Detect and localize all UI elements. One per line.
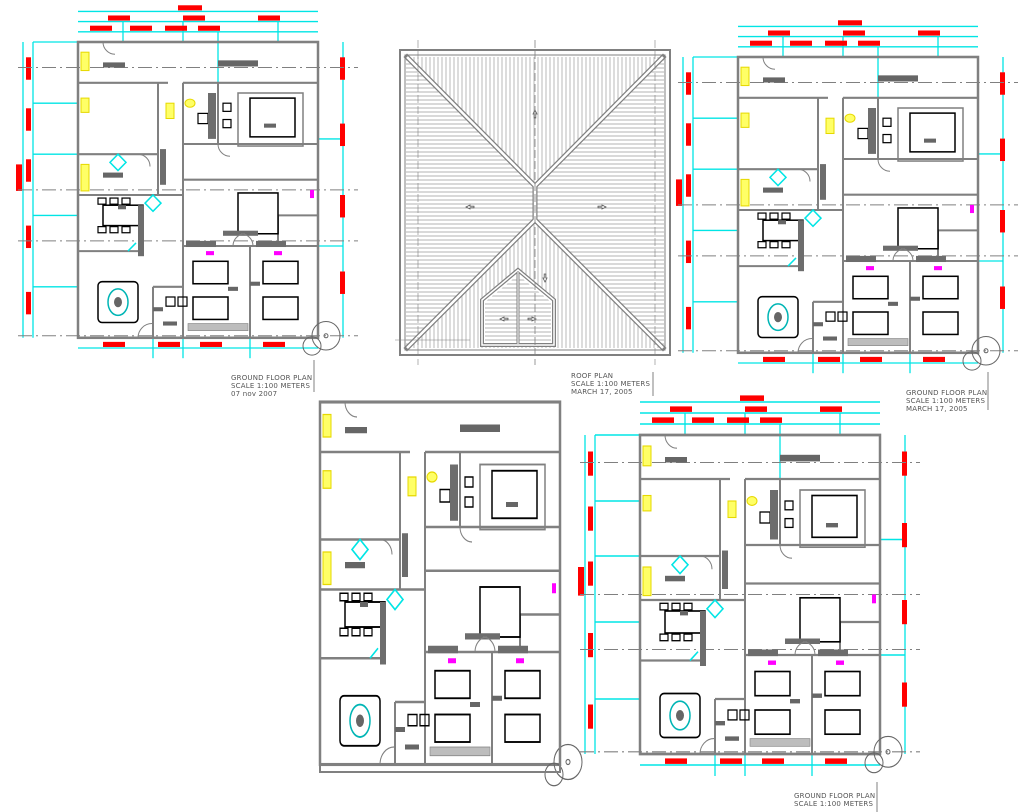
caption-plan-1: GROUND FLOOR PLAN SCALE 1:100 METERS 07 … <box>231 374 312 398</box>
caption-plan-4: GROUND FLOOR PLAN SCALE 1:100 METERS <box>794 792 875 808</box>
caption-scale: SCALE 1:100 METERS <box>571 380 651 388</box>
caption-title: GROUND FLOOR PLAN <box>794 792 876 800</box>
caption-title: GROUND FLOOR PLAN <box>231 374 313 382</box>
caption-plan-2: GROUND FLOOR PLAN SCALE 1:100 METERS MAR… <box>906 389 987 413</box>
floor-plan-1 <box>15 4 359 359</box>
floor-plan-4 <box>577 394 921 777</box>
caption-title: GROUND FLOOR PLAN <box>906 389 988 397</box>
caption-scale: SCALE 1:100 METERS <box>231 382 311 390</box>
caption-scale: SCALE 1:100 METERS <box>906 397 986 405</box>
caption-date: 07 nov 2007 <box>231 390 278 398</box>
caption-title: ROOF PLAN <box>571 372 614 380</box>
caption-roof-plan: ROOF PLAN SCALE 1:100 METERS MARCH 17, 2… <box>571 372 650 396</box>
floor-plan-2 <box>675 19 1019 374</box>
caption-scale: SCALE 1:100 METERS <box>794 800 874 808</box>
floor-plan-3 <box>318 400 584 788</box>
roof-plan <box>395 40 671 365</box>
caption-date: MARCH 17, 2005 <box>906 405 968 413</box>
caption-date: MARCH 17, 2005 <box>571 388 633 396</box>
